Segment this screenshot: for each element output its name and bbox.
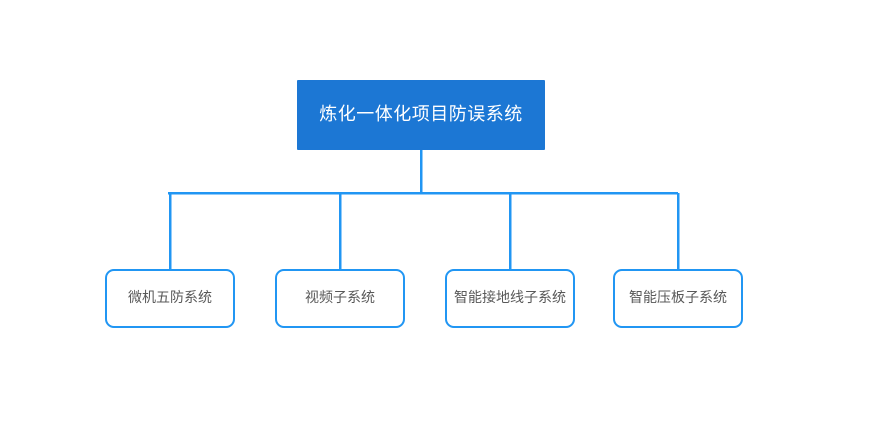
root-node[interactable]: 炼化一体化项目防误系统 — [297, 80, 545, 150]
child-node-2[interactable]: 视频子系统 — [275, 269, 405, 328]
child-node-4[interactable]: 智能压板子系统 — [613, 269, 743, 328]
child-node-1-label: 微机五防系统 — [128, 290, 212, 307]
child-node-4-label: 智能压板子系统 — [629, 290, 727, 307]
child-node-3[interactable]: 智能接地线子系统 — [445, 269, 575, 328]
root-node-label: 炼化一体化项目防误系统 — [319, 104, 523, 126]
child-node-2-label: 视频子系统 — [305, 290, 375, 307]
child-node-3-label: 智能接地线子系统 — [454, 290, 566, 307]
child-node-1[interactable]: 微机五防系统 — [105, 269, 235, 328]
